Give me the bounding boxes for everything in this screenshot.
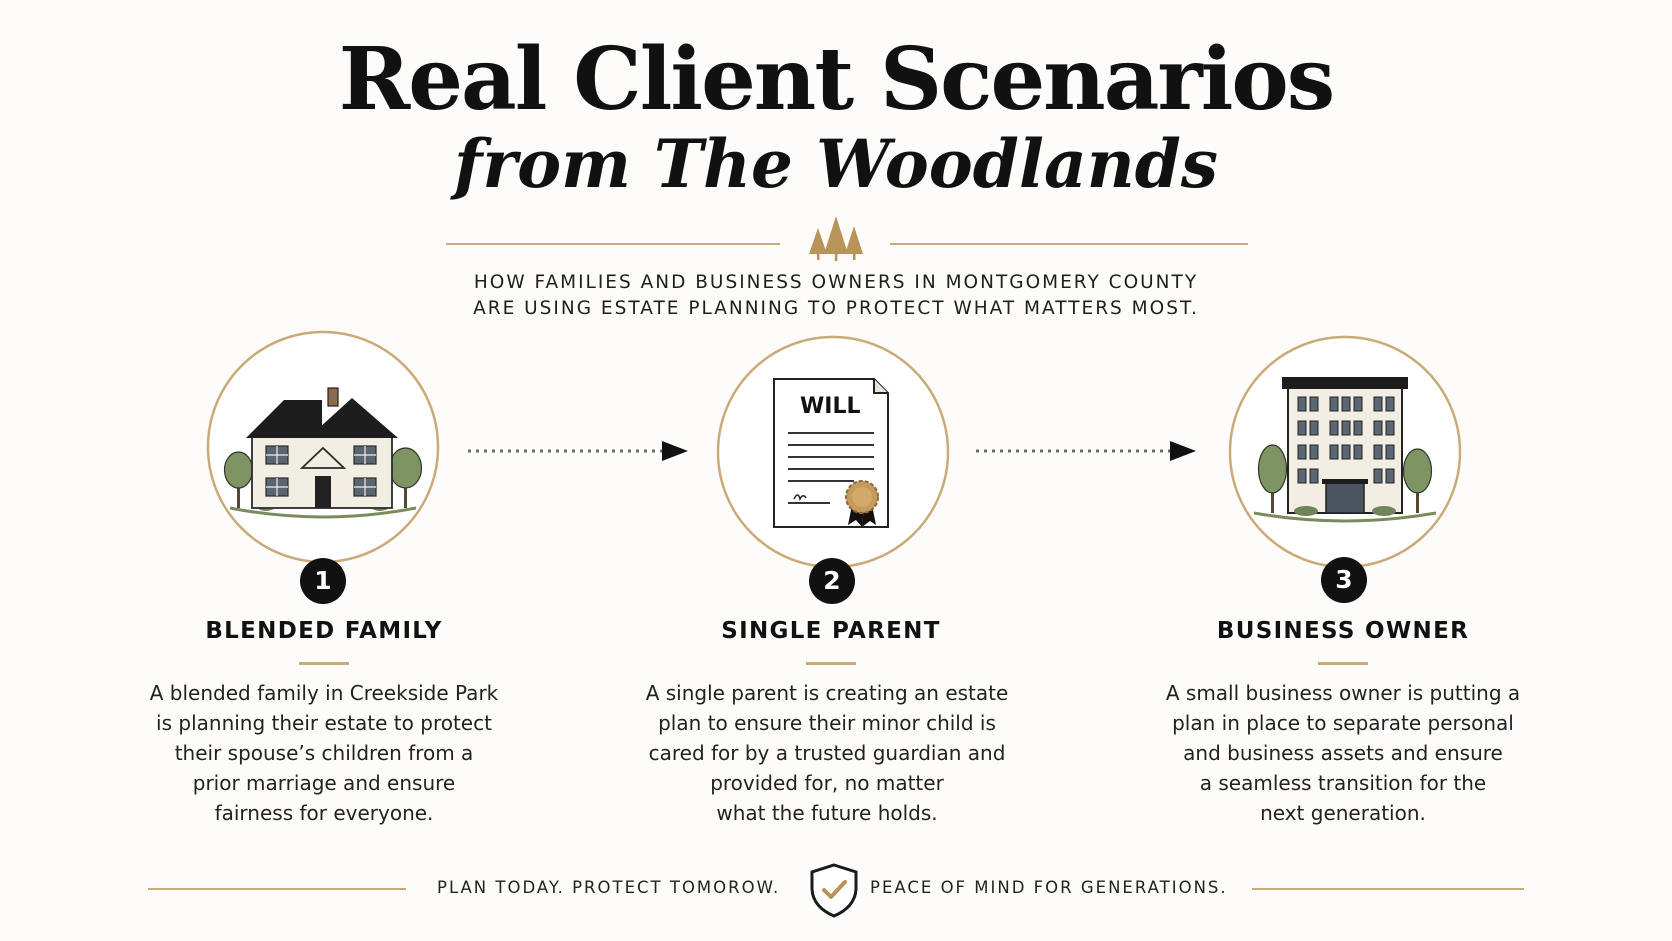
flow-arrow-icon: [468, 441, 688, 461]
heading-underline: [299, 662, 349, 665]
will-label: WILL: [800, 394, 861, 419]
scenario-2-illustration: WILL: [716, 335, 950, 569]
footer-slogan-right: PEACE OF MIND FOR GENERATIONS.: [870, 878, 1228, 897]
office-building-icon: [1253, 377, 1437, 523]
step-number-badge: 3: [1321, 557, 1367, 603]
description-line: their spouse’s children from a: [174, 741, 474, 765]
scenario-3-illustration: [1228, 335, 1462, 569]
scenario-heading: BLENDED FAMILY: [205, 618, 443, 644]
scenario-heading: SINGLE PARENT: [721, 618, 941, 644]
page-subtitle: from The Woodlands: [453, 125, 1219, 203]
footer-divider-right: [1252, 888, 1524, 890]
tagline-line: ARE USING ESTATE PLANNING TO PROTECT WHA…: [473, 298, 1199, 319]
flow-arrow-icon: [976, 441, 1196, 461]
page-title: Real Client Scenarios: [338, 29, 1335, 130]
description-line: plan in place to separate personal: [1172, 711, 1514, 735]
description-line: is planning their estate to protect: [156, 711, 492, 735]
scenario-description: A small business owner is putting a plan…: [1103, 678, 1583, 828]
description-line: A single parent is creating an estate: [645, 681, 1009, 705]
step-number-badge: 2: [809, 558, 855, 604]
scenario-1-illustration: [206, 330, 440, 564]
description-line: prior marriage and ensure: [192, 771, 456, 795]
tagline-line: HOW FAMILIES AND BUSINESS OWNERS IN MONT…: [473, 272, 1199, 293]
tagline: HOW FAMILIES AND BUSINESS OWNERS IN MONT…: [0, 270, 1672, 322]
step-number-badge: 1: [300, 558, 346, 604]
will-document-icon: WILL: [773, 378, 889, 528]
scenario-heading: BUSINESS OWNER: [1216, 618, 1470, 644]
header-divider-left: [446, 243, 780, 245]
description-line: provided for, no matter: [710, 771, 944, 795]
description-line: next generation.: [1260, 801, 1426, 825]
header-divider-right: [890, 243, 1248, 245]
footer-slogan-left: PLAN TODAY. PROTECT TOMOROW.: [437, 878, 781, 897]
description-line: plan to ensure their minor child is: [658, 711, 996, 735]
heading-underline: [1318, 662, 1368, 665]
description-line: a seamless transition for the: [1199, 771, 1487, 795]
footer-divider-left: [148, 888, 406, 890]
description-line: A blended family in Creekside Park: [149, 681, 499, 705]
scenario-description: A blended family in Creekside Park is pl…: [84, 678, 564, 828]
house-icon: [223, 387, 423, 519]
shield-check-icon: [810, 863, 858, 918]
heading-underline: [806, 662, 856, 665]
pine-trees-icon: [809, 216, 863, 261]
description-line: A small business owner is putting a: [1165, 681, 1521, 705]
description-line: cared for by a trusted guardian and: [648, 741, 1006, 765]
description-line: fairness for everyone.: [214, 801, 434, 825]
description-line: what the future holds.: [716, 801, 938, 825]
description-line: and business assets and ensure: [1183, 741, 1503, 765]
scenario-description: A single parent is creating an estate pl…: [587, 678, 1067, 828]
